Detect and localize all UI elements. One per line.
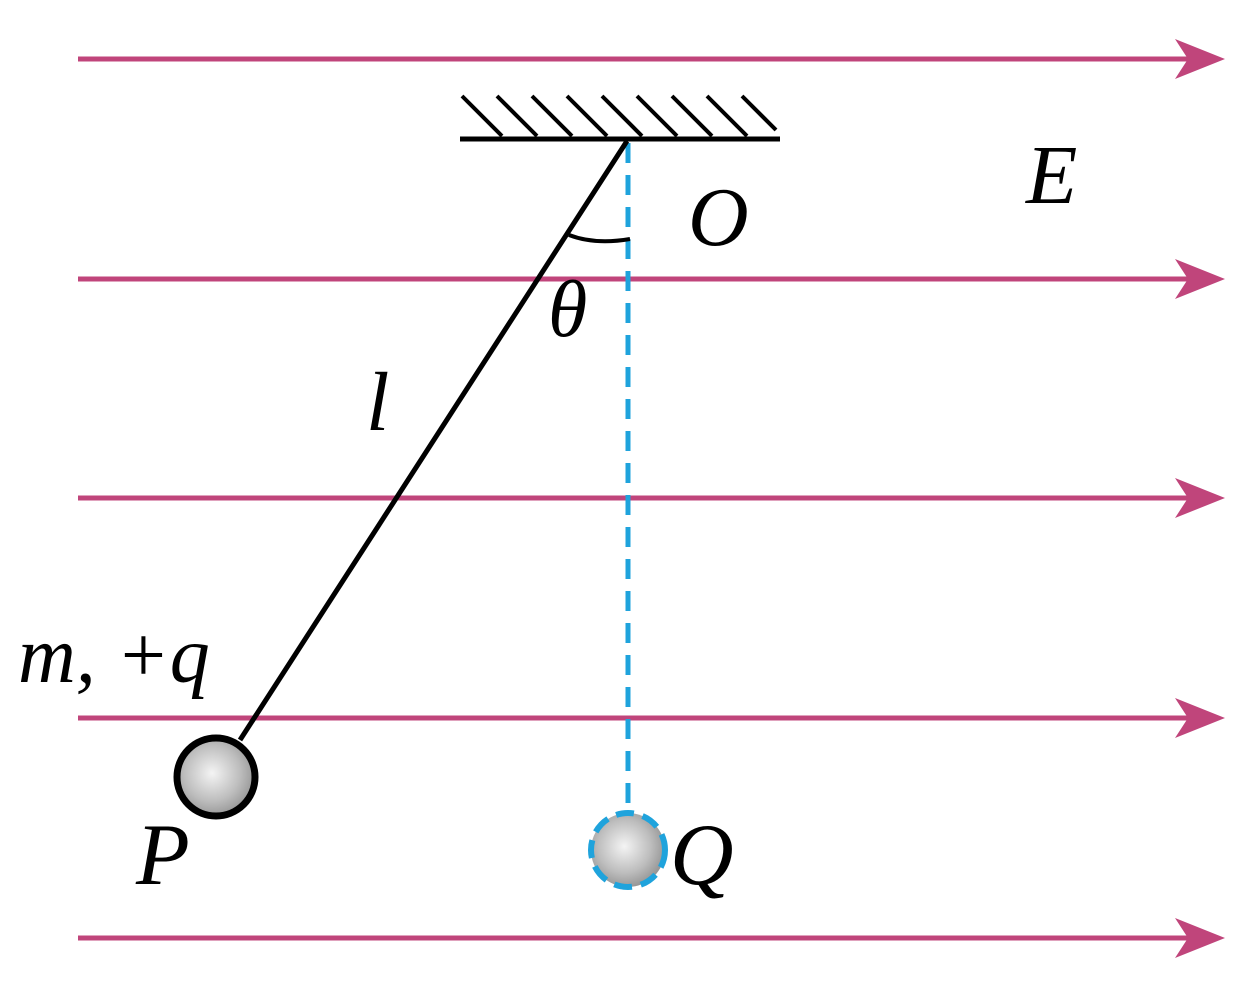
field-line [78, 259, 1225, 299]
label-field: E [1025, 129, 1077, 222]
ball-q [588, 810, 668, 890]
label-pivot: O [688, 171, 749, 264]
field-line [78, 39, 1225, 79]
label-angle: θ [548, 266, 587, 354]
label-length: l [366, 356, 389, 449]
ball-p [173, 734, 259, 820]
field-lines [78, 39, 1225, 958]
pendulum-string [237, 139, 630, 742]
label-ball-q: Q [670, 807, 734, 904]
field-line [78, 698, 1225, 738]
angle-arc [568, 233, 631, 244]
label-charge: m, +q [18, 612, 210, 700]
ceiling-support [460, 94, 780, 142]
field-line [78, 918, 1225, 958]
field-line [78, 478, 1225, 518]
label-ball-p: P [135, 807, 190, 904]
